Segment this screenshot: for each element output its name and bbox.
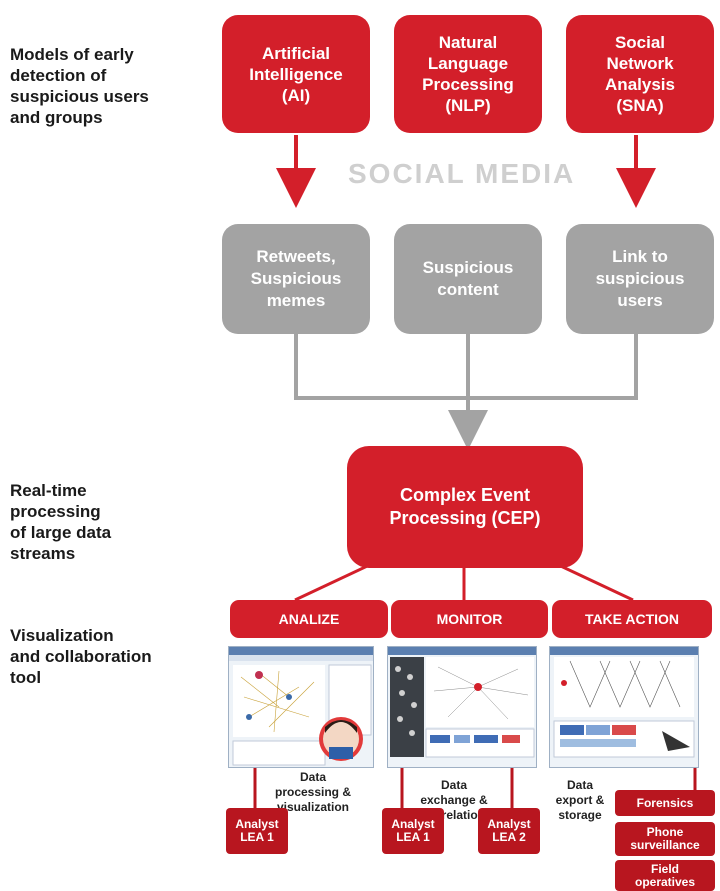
action-analize: ANALIZE bbox=[230, 600, 388, 638]
action-take-action: TAKE ACTION bbox=[552, 600, 712, 638]
label-detection-models: Models of early detection of suspicious … bbox=[10, 45, 149, 127]
box-natural-language-processing: Natural Language Processing (NLP) bbox=[394, 15, 542, 133]
box-link-suspicious-users: Link to suspicious users bbox=[566, 224, 714, 334]
analyst-lea1-monitor: Analyst LEA 1 bbox=[382, 808, 444, 854]
analyst-lea2-monitor: Analyst LEA 2 bbox=[478, 808, 540, 854]
caption-export-storage: Data export & storage bbox=[555, 778, 605, 822]
box-complex-event-processing: Complex Event Processing (CEP) bbox=[347, 446, 583, 568]
caption-processing-visualization: Data processing & visualization bbox=[274, 770, 352, 814]
box-artificial-intelligence: Artificial Intelligence (AI) bbox=[222, 15, 370, 133]
outcome-field-operatives: Field operatives bbox=[615, 860, 715, 891]
outcome-phone-surveillance: Phone surveillance bbox=[615, 822, 715, 856]
outcome-forensics: Forensics bbox=[615, 790, 715, 816]
box-retweets-memes: Retweets, Suspicious memes bbox=[222, 224, 370, 334]
action-monitor: MONITOR bbox=[391, 600, 548, 638]
label-realtime-processing: Real-time processing of large data strea… bbox=[10, 481, 112, 563]
monitor-screenshot bbox=[387, 646, 537, 768]
take-action-screenshot bbox=[549, 646, 699, 768]
label-visualization-tool: Visualization and collaboration tool bbox=[10, 626, 152, 687]
social-media-watermark: SOCIAL MEDIA bbox=[348, 158, 576, 189]
box-suspicious-content: Suspicious content bbox=[394, 224, 542, 334]
box-social-network-analysis: Social Network Analysis (SNA) bbox=[566, 15, 714, 133]
analyst-lea1-analyze: Analyst LEA 1 bbox=[226, 808, 288, 854]
analyze-screenshot bbox=[228, 646, 374, 768]
